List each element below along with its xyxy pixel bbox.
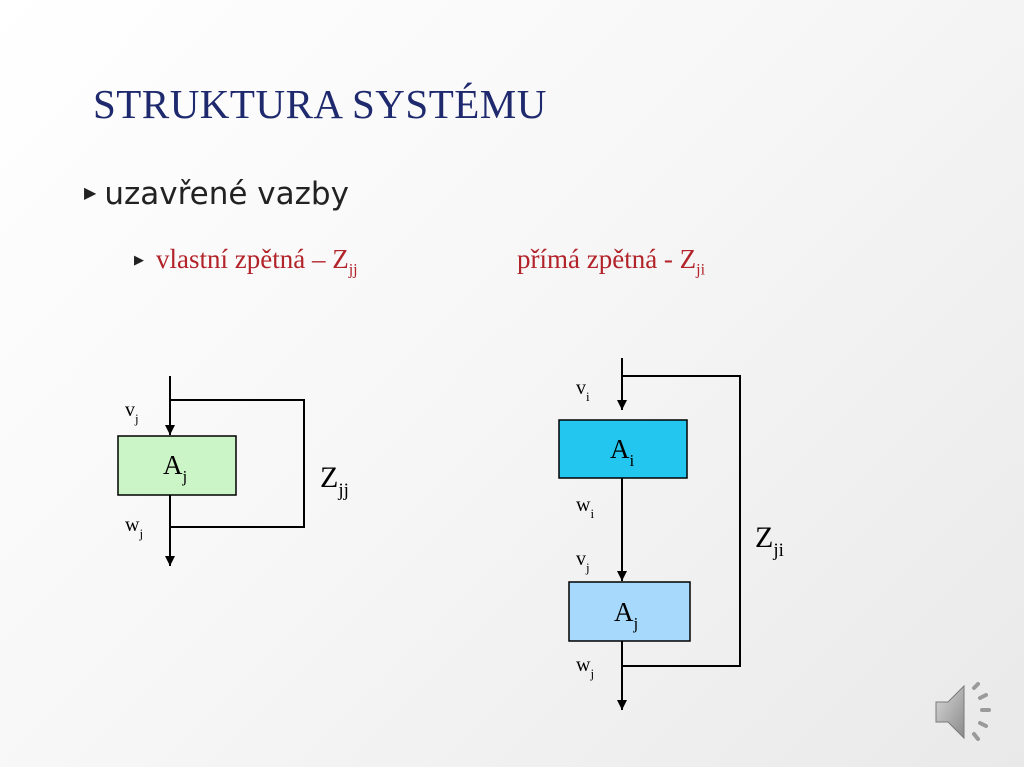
speaker-icon[interactable] xyxy=(930,676,1002,748)
block-aj xyxy=(117,435,237,496)
block-label: Aj xyxy=(163,450,187,486)
subbullet-own-feedback: ▶ vlastní zpětná – Zjj xyxy=(134,244,358,279)
mid-input-label: vj xyxy=(576,548,590,575)
output-label: wj xyxy=(576,654,594,681)
bullet-text: uzavřené vazby xyxy=(104,176,349,212)
bullet-marker-icon: ▶ xyxy=(134,251,144,267)
mid-output-label: wi xyxy=(576,494,594,521)
block-top-label: Ai xyxy=(610,434,635,470)
feedback-loop-line xyxy=(622,375,741,667)
feedback-label: Zjj xyxy=(320,461,349,501)
bullet-closed-loops: ▶ uzavřené vazby xyxy=(84,176,349,212)
input-top-label: vi xyxy=(576,377,590,404)
bullet-marker-icon: ▶ xyxy=(84,183,97,202)
subbullet-text: přímá zpětná - Z xyxy=(517,244,697,274)
output-label: wj xyxy=(125,514,143,541)
slide-title: STRUKTURA SYSTÉMU xyxy=(93,81,547,127)
diagram-direct-feedback: vi Ai wi vj Aj wj Zji xyxy=(558,358,784,710)
block-aj xyxy=(568,581,691,642)
subbullet-direct-feedback: přímá zpětná - Zji xyxy=(517,244,705,279)
block-bottom-label: Aj xyxy=(614,597,638,633)
diagram-own-feedback: vj Aj wj Zjj xyxy=(117,376,349,566)
input-label: vj xyxy=(125,399,139,426)
subbullet-subscript: ji xyxy=(696,261,706,279)
subbullet-text: vlastní zpětná – Z xyxy=(156,244,349,274)
feedback-loop-line xyxy=(170,399,305,528)
subbullet-subscript: jj xyxy=(348,261,358,279)
feedback-label: Zji xyxy=(755,521,784,561)
